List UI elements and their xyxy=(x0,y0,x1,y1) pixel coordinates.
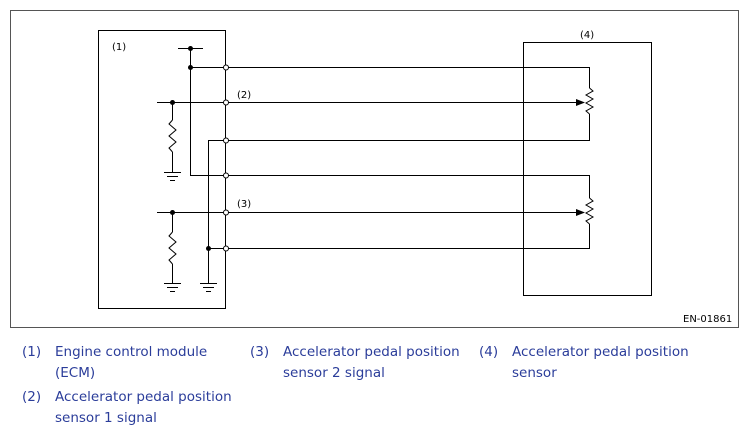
arrow-signal-2 xyxy=(576,209,585,216)
signal-1-label: (2) xyxy=(237,90,251,101)
legend-num: (4) xyxy=(479,344,499,360)
ecm-label: (1) xyxy=(112,42,126,53)
legend-num: (3) xyxy=(250,344,270,360)
legend-text: Engine control module (ECM) xyxy=(55,344,208,381)
signal-2-label: (3) xyxy=(237,199,251,210)
legend-text: Accelerator pedal position sensor xyxy=(512,344,689,381)
ecm-box xyxy=(98,30,226,309)
arrow-signal-1 xyxy=(576,99,585,106)
ecm-terminals xyxy=(223,64,229,252)
diagram-frame xyxy=(10,10,739,328)
junction-dots xyxy=(170,46,211,251)
wiring xyxy=(157,48,595,292)
legend-text: Accelerator pedal position sensor 1 sign… xyxy=(55,389,232,426)
wiring-diagram: (1) (4) xyxy=(10,10,739,328)
sensor-box xyxy=(523,42,652,296)
legend-num: (1) xyxy=(22,344,42,360)
sensor-label: (4) xyxy=(580,30,594,41)
figure-code: EN-01861 xyxy=(683,314,732,325)
legend-text: Accelerator pedal position sensor 2 sign… xyxy=(283,344,460,381)
legend-num: (2) xyxy=(22,389,42,405)
